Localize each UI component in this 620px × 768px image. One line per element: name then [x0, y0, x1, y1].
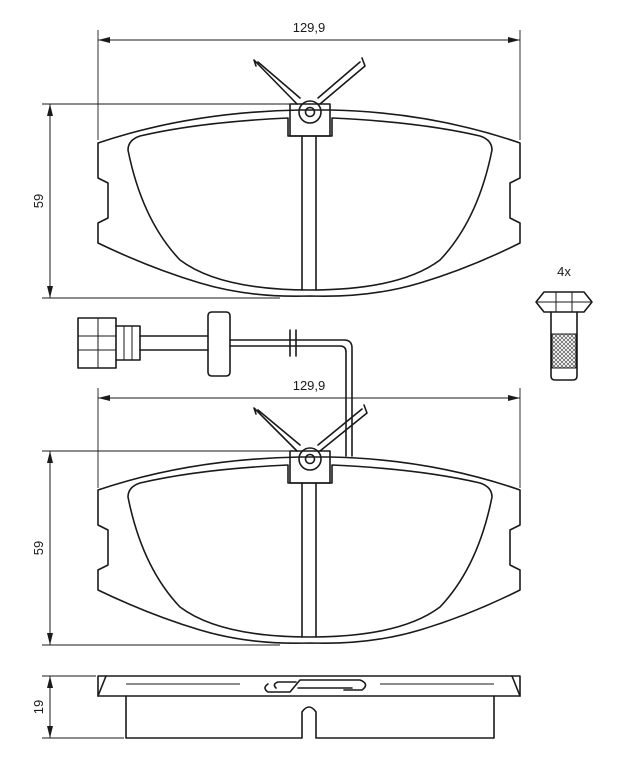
side-view-pad	[97, 675, 521, 739]
top-width-dimension: 129,9	[97, 20, 521, 140]
thickness-dimension: 19	[31, 675, 124, 739]
top-brake-pad	[97, 57, 521, 298]
bottom-height-label: 59	[31, 541, 46, 555]
bolt-thread	[551, 333, 577, 369]
bottom-pad-spring-clip	[253, 407, 301, 452]
bottom-brake-pad	[97, 404, 521, 645]
bottom-pad-rivet	[298, 447, 322, 471]
bottom-pad-clip-boss	[289, 450, 331, 484]
bottom-width-dimension: 129,9	[97, 378, 521, 488]
side-view-backing-plate	[97, 675, 521, 697]
bolt-shank	[550, 311, 578, 381]
bottom-height-dimension: 59	[31, 450, 300, 646]
side-view-spring	[264, 679, 367, 693]
wear-sensor-grommet	[207, 311, 231, 377]
wear-sensor-wire	[229, 339, 353, 457]
top-pad-backing-plate	[97, 109, 521, 298]
top-pad-friction-material	[127, 117, 493, 291]
top-height-label: 59	[31, 194, 46, 208]
bottom-pad-backing-plate	[97, 456, 521, 645]
side-view-friction-block	[125, 695, 495, 739]
wear-sensor-cable	[139, 335, 209, 351]
top-pad-rivet	[298, 100, 322, 124]
top-pad-spring-clip	[253, 59, 301, 105]
top-height-dimension: 59	[31, 103, 300, 299]
top-pad-clip-boss	[289, 103, 331, 137]
wear-sensor-connector	[77, 317, 117, 369]
thickness-label: 19	[31, 700, 46, 714]
top-width-label: 129,9	[293, 20, 326, 35]
bottom-pad-friction-material	[127, 464, 493, 638]
bottom-width-label: 129,9	[293, 378, 326, 393]
wear-sensor	[77, 311, 353, 457]
mounting-bolt: 4x	[535, 264, 593, 381]
bolt-quantity-label: 4x	[557, 264, 571, 279]
